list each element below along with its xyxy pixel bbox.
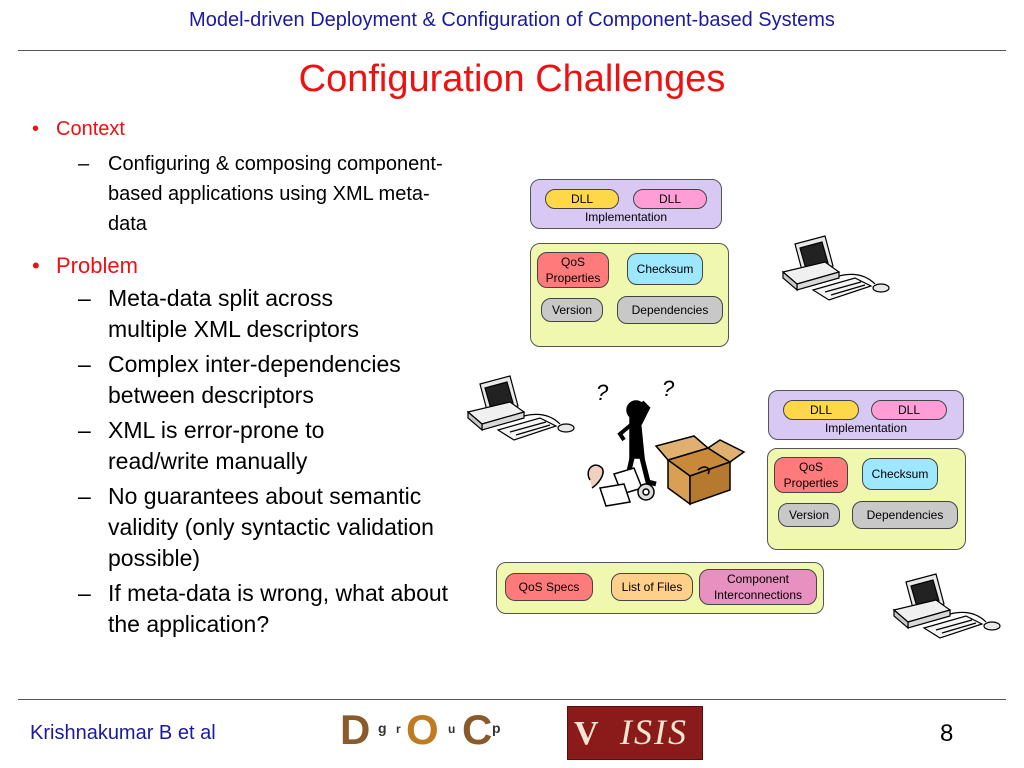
presentation-header: Model-driven Deployment & Configuration … [189,9,835,31]
logo-letter: C [462,706,493,753]
question-mark: ? [596,380,609,405]
dash: – [78,153,90,175]
context-item: – Configuring & composing component-base… [78,149,490,239]
problem-item: – Complex inter-dependencies between des… [78,349,490,411]
problem-item-text: Meta-data split across multiple XML desc… [108,285,359,342]
qos-properties-pill: QoS Properties [774,457,848,493]
computer-icon [466,375,575,441]
bullet-list: • Context – Configuring & composing comp… [20,118,490,640]
dash: – [78,580,91,606]
assembly-panel: QoS Specs List of Files Component Interc… [496,562,824,614]
bullet-dot: • [32,118,40,140]
logo-letter: D [340,706,371,753]
dll-pill: DLL [783,400,859,420]
bullet-problem: • Problem [20,253,490,279]
doc-group-logo: D g r O u C p [340,706,510,756]
question-mark: ? [662,376,675,401]
problem-item: – Meta-data split across multiple XML de… [78,283,490,345]
component-interconnections-pill: Component Interconnections [699,569,817,605]
problem-item: – No guarantees about semantic validity … [78,481,490,574]
problem-item-text: If meta-data is wrong, what about the ap… [108,580,449,637]
problem-item-text: Complex inter-dependencies between descr… [108,351,401,408]
implementation-label: Implementation [584,210,668,224]
logo-letter: O [406,706,439,753]
dll-pill: DLL [633,189,707,209]
confused-person-icon [587,400,746,507]
dll-pill: DLL [545,189,619,209]
problem-item-text: XML is error-prone to read/write manuall… [108,417,325,474]
checksum-pill: Checksum [627,253,703,285]
problem-label: Problem [56,253,138,278]
page-number: 8 [940,720,954,747]
implementation-panel-2: DLL DLL Implementation [768,390,964,440]
problem-item: – If meta-data is wrong, what about the … [78,578,490,640]
vanderbilt-v-icon: V [574,715,599,752]
version-pill: Version [778,503,840,527]
dash: – [78,351,91,377]
logo-letter: r [396,722,401,736]
problem-item: – XML is error-prone to read/write manua… [78,415,490,477]
qos-properties-pill: QoS Properties [537,252,609,288]
implementation-label: Implementation [824,421,908,435]
checksum-pill: Checksum [862,458,938,490]
dash: – [78,417,91,443]
context-label: Context [56,118,125,140]
problem-item-text: No guarantees about semantic validity (o… [108,483,434,571]
metadata-panel-2: QoS Properties Checksum Version Dependen… [767,448,966,550]
dependencies-pill: Dependencies [852,501,958,529]
dll-pill: DLL [871,400,947,420]
header-divider [18,50,1006,51]
metadata-panel-1: QoS Properties Checksum Version Dependen… [530,243,729,347]
isis-logo: V ISIS [567,706,703,760]
list-of-files-pill: List of Files [611,573,693,601]
logo-letter: p [492,720,501,736]
footer-divider [18,699,1006,700]
dash: – [78,483,91,509]
dash: – [78,285,91,311]
logo-letter: u [448,722,456,736]
slide-title: Configuration Challenges [298,58,726,100]
bullet-dot: • [32,253,40,278]
footer-author: Krishnakumar B et al [30,722,216,744]
computer-icon [781,235,890,301]
implementation-panel-1: DLL DLL Implementation [530,179,722,229]
version-pill: Version [541,298,603,322]
isis-logo-text: ISIS [620,712,688,752]
logo-letter: g [378,720,387,736]
qos-specs-pill: QoS Specs [505,573,593,601]
context-item-text: Configuring & composing component-based … [108,153,443,235]
dependencies-pill: Dependencies [617,296,723,324]
bullet-context: • Context [20,118,490,141]
computer-icon [892,573,1001,639]
